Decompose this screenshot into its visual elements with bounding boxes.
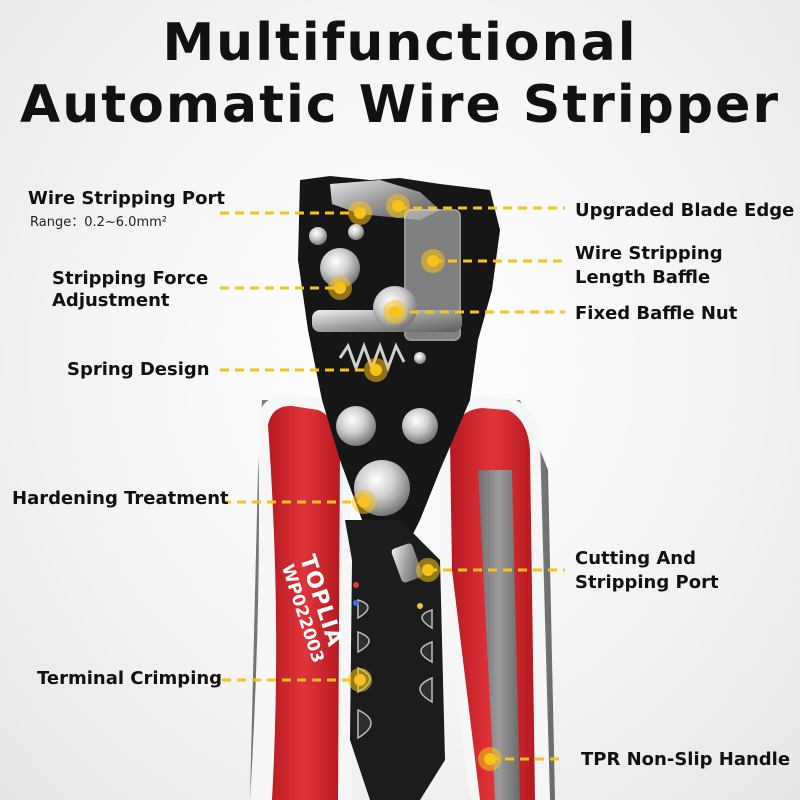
label-length-baffle-1: Wire Stripping [575,243,723,264]
label-fixed-baffle-nut: Fixed Baffle Nut [575,303,738,324]
label-terminal-crimping: Terminal Crimping [37,668,223,689]
label-cutting-port-2: Stripping Port [575,572,719,593]
label-spring-design: Spring Design [67,359,210,380]
title-line-2: Automatic Wire Stripper [19,75,781,135]
right-handle-gray-inset [478,470,520,800]
callout-lines [220,206,565,761]
crimp-jaw [345,520,445,800]
label-length-baffle-2: Length Baffle [575,267,711,288]
label-upgraded-blade-edge: Upgraded Blade Edge [575,200,795,221]
label-stripping-force-1: Stripping Force [52,268,209,289]
label-stripping-force-2: Adjustment [52,290,170,311]
label-hardening-treatment: Hardening Treatment [12,488,229,509]
label-range: Range：0.2~6.0mm² [30,215,167,230]
length-baffle [404,209,461,341]
title-line-1: Multifunctional [162,13,638,73]
label-cutting-port-1: Cutting And [575,548,696,569]
callout-dots [328,194,502,771]
left-handle-red [268,405,340,800]
label-wire-stripping-port: Wire Stripping Port [28,188,225,209]
label-tpr-handle: TPR Non-Slip Handle [581,749,791,770]
